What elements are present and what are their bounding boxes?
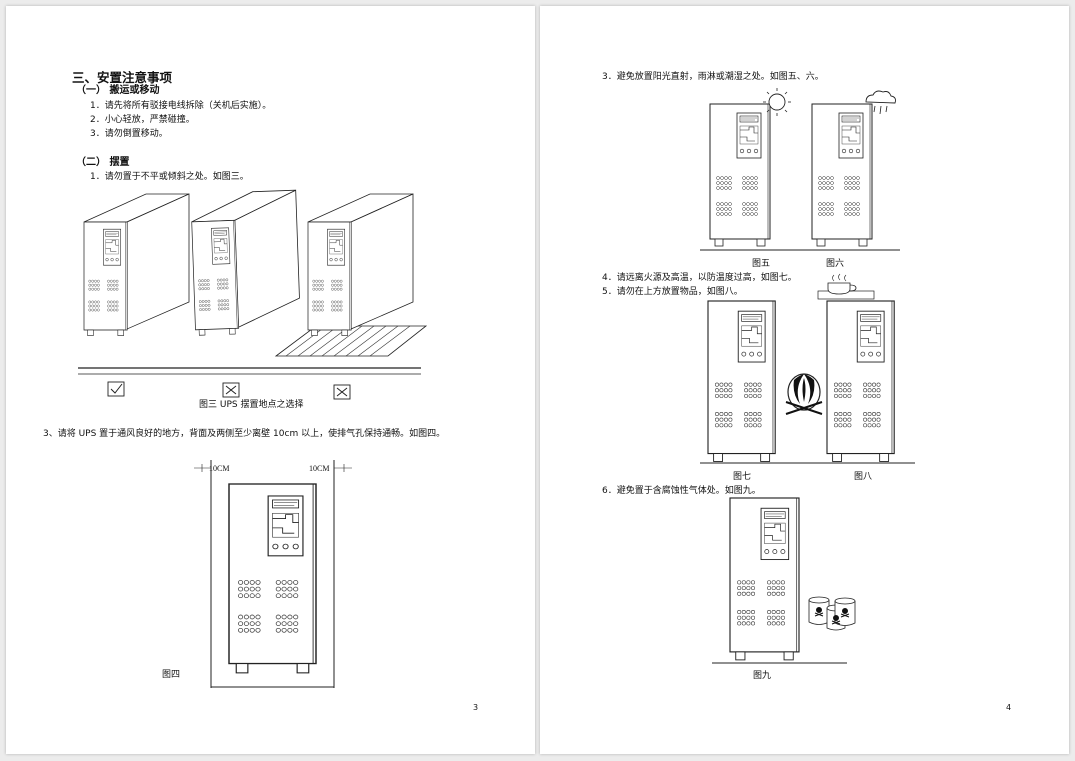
paragraph-item-3: 3．避免放置阳光直射，雨淋或潮湿之处。如图五、六。 (602, 72, 824, 82)
ups-unit-level (84, 194, 189, 336)
subsection-title-placement: （二） 摆置 (76, 157, 130, 168)
dimension-label-left: 10CM (209, 464, 230, 473)
checkbox-wrong-icon (222, 382, 240, 398)
paragraph-item-5: 5．请勿在上方放置物品，如图八。 (602, 287, 743, 297)
figure-5-caption: 图五 (752, 259, 771, 269)
fire-icon (785, 373, 823, 415)
figure-7-8-heat-objects (700, 273, 915, 464)
dimension-label-right: 10CM (309, 464, 330, 473)
list-item: 3．请勿倒置移动。 (90, 129, 168, 139)
section-title: 三、安置注意事项 (72, 70, 173, 85)
figure-3-ups-placement (78, 186, 428, 400)
list-item: 1．请勿置于不平或倾斜之处。如图三。 (90, 172, 249, 182)
paragraph-item-6: 6．避免置于含腐蚀性气体处。如图九。 (602, 486, 761, 496)
list-item: 2．小心轻放，严禁碰撞。 (90, 115, 195, 125)
figure-3-caption: 图三 UPS 摆置地点之选择 (199, 400, 304, 410)
rain-cloud-icon (865, 90, 896, 115)
figure-5-6-sun-rain (700, 88, 900, 251)
figure-9-caption: 图九 (753, 671, 772, 681)
skull-crossbones-icon (814, 607, 850, 625)
sun-icon (763, 88, 791, 116)
figure-9-corrosive-gas (712, 497, 856, 664)
figure-7-caption: 图七 (733, 472, 752, 482)
ups-unit-tilted (191, 190, 301, 335)
figure-8-caption: 图八 (854, 472, 873, 482)
page-number: 3 (473, 703, 479, 712)
subsection-title-moving: （一） 搬运或移动 (76, 85, 160, 96)
paragraph-item-4: 4．请远离火源及高温，以防温度过高，如图七。 (602, 273, 797, 283)
figure-4-clearance (194, 460, 352, 688)
checkbox-wrong-icon (333, 384, 351, 400)
figure-6-caption: 图六 (826, 259, 845, 269)
figure-4-caption: 图四 (162, 670, 181, 680)
page-4: 3．避免放置阳光直射，雨淋或潮湿之处。如图五、六。 图五 图六 4．请远离火源及… (540, 6, 1069, 754)
page-3: 三、安置注意事项 （一） 搬运或移动 1．请先将所有驳接电线拆除（关机后实施）。… (6, 6, 535, 754)
list-item: 1．请先将所有驳接电线拆除（关机后实施）。 (90, 101, 272, 111)
ups-unit-on-pallet (274, 194, 428, 357)
coffee-cup-icon (817, 273, 875, 300)
checkbox-correct-icon (107, 381, 125, 397)
page-number: 4 (1006, 703, 1012, 712)
paragraph-item-3: 3、请将 UPS 置于通风良好的地方，背面及两侧至少离壁 10cm 以上，使排气… (43, 429, 446, 439)
